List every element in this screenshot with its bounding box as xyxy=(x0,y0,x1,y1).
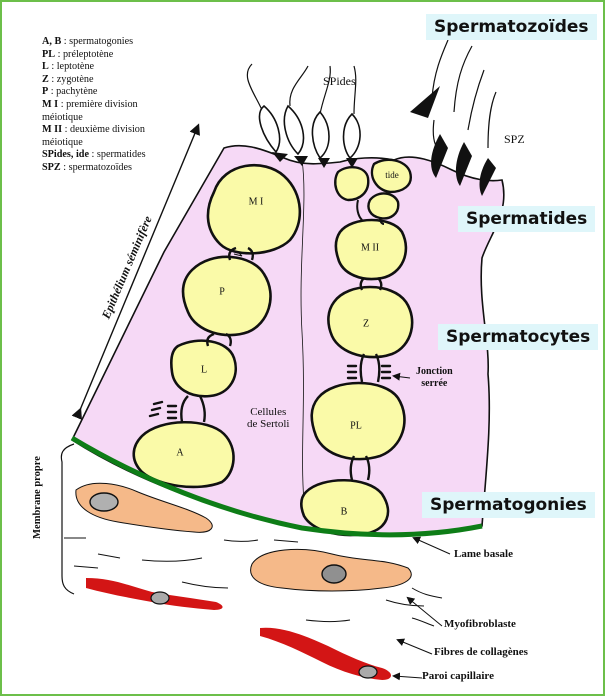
legend-row: PL : préleptotène xyxy=(42,49,146,62)
nucleus-1 xyxy=(90,493,118,511)
legend-row: P : pachytène xyxy=(42,86,146,99)
legend-abbr: L xyxy=(42,61,49,72)
membrane-bracket xyxy=(61,444,74,594)
capillary-nucleus-1 xyxy=(151,592,169,604)
legend-row: A, B : spermatogonies xyxy=(42,36,146,49)
stage-label-spermatozoides: Spermatozoïdes xyxy=(426,14,597,40)
legend-desc: : première division xyxy=(58,99,138,110)
cell-label-tide: tide xyxy=(385,170,399,180)
legend-row: méiotique xyxy=(42,137,146,150)
stage-label-spermatides: Spermatides xyxy=(458,206,595,232)
legend-abbr: M I xyxy=(42,99,58,110)
legend-row: M I : première division xyxy=(42,99,146,112)
label-lame-basale: Lame basale xyxy=(454,548,513,560)
legend-row: SPZ : spermatozoïdes xyxy=(42,162,146,175)
stage-label-spermatocytes: Spermatocytes xyxy=(438,324,598,350)
fibres-arrow xyxy=(398,640,432,654)
cell-label-pl: PL xyxy=(350,421,362,432)
legend-desc: : préleptotène xyxy=(55,49,113,60)
legend-abbr: PL xyxy=(42,49,55,60)
label-spides: SPides xyxy=(323,74,356,89)
legend-desc: : pachytène xyxy=(48,86,97,97)
cell-label-b: B xyxy=(341,507,348,518)
legend-row: Z : zygotène xyxy=(42,74,146,87)
label-jonction-line2: serrée xyxy=(416,378,453,390)
capillary-nucleus-2 xyxy=(359,666,377,678)
paroi-arrow xyxy=(394,676,422,678)
label-sertoli: Cellules de Sertoli xyxy=(247,406,289,430)
cell-z xyxy=(328,287,412,357)
legend-abbr: M II xyxy=(42,124,62,135)
legend-abbr: SPides, ide xyxy=(42,149,89,160)
cell-tide-1 xyxy=(335,167,368,200)
label-fibres-collagenes: Fibres de collagènes xyxy=(434,646,528,658)
cell-mi xyxy=(208,165,300,253)
legend-desc: : zygotène xyxy=(49,74,94,85)
legend-row: méiotique xyxy=(42,112,146,125)
legend-desc: méiotique xyxy=(42,112,83,123)
label-jonction-line1: Jonction xyxy=(416,366,453,378)
legend-row: SPides, ide : spermatides xyxy=(42,149,146,162)
label-paroi-capillaire: Paroi capillaire xyxy=(422,670,494,682)
legend-abbr: Z xyxy=(42,74,49,85)
label-membrane-propre: Membrane propre xyxy=(32,456,43,539)
cell-label-mi: M I xyxy=(249,197,264,208)
cell-label-z: Z xyxy=(363,319,369,330)
label-sertoli-line2: de Sertoli xyxy=(247,418,289,430)
label-myofibroblaste: Myofibroblaste xyxy=(444,618,516,630)
legend-row: M II : deuxième division xyxy=(42,124,146,137)
cell-p xyxy=(183,257,270,335)
legend-row: L : leptotène xyxy=(42,61,146,74)
label-jonction: Jonction serrée xyxy=(416,366,453,390)
legend-desc: : leptotène xyxy=(49,61,94,72)
legend-desc: méiotique xyxy=(42,137,83,148)
myofibroblaste-arrow xyxy=(408,598,442,626)
legend-abbr: SPZ xyxy=(42,162,61,173)
legend-desc: : spermatozoïdes xyxy=(61,162,132,173)
label-spz: SPZ xyxy=(504,132,525,147)
lame-arrow xyxy=(414,538,450,554)
cell-label-mii: M II xyxy=(361,243,379,254)
legend-desc: : spermatides xyxy=(89,149,146,160)
cell-label-p: P xyxy=(219,287,225,298)
legend-desc: : deuxième division xyxy=(62,124,145,135)
stage-label-spermatogonies: Spermatogonies xyxy=(422,492,595,518)
label-sertoli-line1: Cellules xyxy=(247,406,289,418)
legend-abbr: A, B xyxy=(42,36,61,47)
legend-desc: : spermatogonies xyxy=(61,36,133,47)
cell-label-a: A xyxy=(176,448,183,459)
nucleus-2 xyxy=(322,565,346,583)
cell-label-l: L xyxy=(201,365,207,376)
cell-tide-3 xyxy=(368,193,398,218)
